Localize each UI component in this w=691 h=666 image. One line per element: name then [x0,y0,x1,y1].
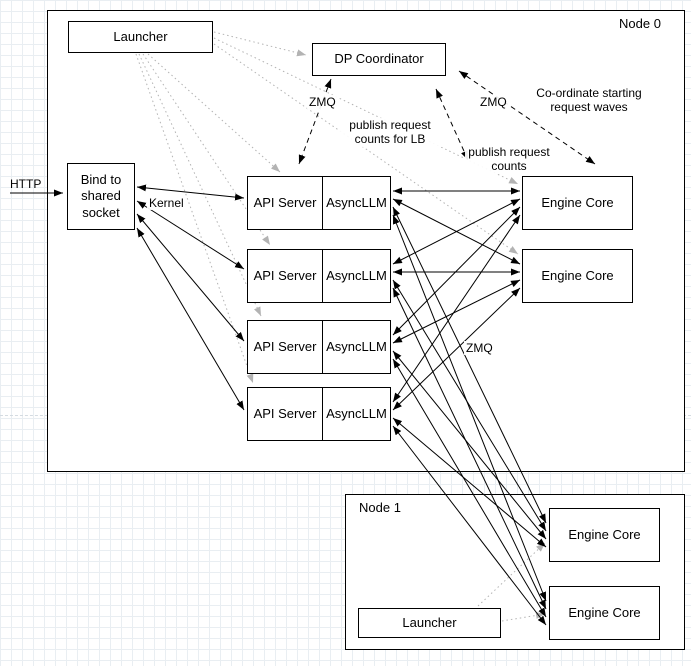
zmq-label-asyncllm-engine: ZMQ [464,341,495,356]
api-server-label: API Server [248,250,323,302]
zmq-label-coordinator-api: ZMQ [307,95,338,110]
node1-launcher-box: Launcher [358,608,501,638]
edge-launcher0-dpcoordinator [213,31,307,57]
engine-core-n0-1-box: Engine Core [522,176,633,230]
edge-launcher1-enginecore-n1-1 [477,542,546,607]
solid-edges [10,184,547,626]
bind-shared-socket-box: Bind to shared socket [67,163,135,230]
zmq-label-engine-coordinator: ZMQ [478,95,509,110]
coordinator-edges [298,70,596,165]
dp-coordinator-box: DP Coordinator [312,43,446,76]
edge-launcher0-apiserver3 [138,53,262,317]
edge-bindsocket-apiserver1 [136,184,245,201]
edge-asyncllm3-enginecore-n1-1 [392,350,547,540]
engine-core-n1-1-box: Engine Core [549,508,660,562]
edge-dpcoordinator-enginecore-waves [458,70,596,165]
edge-dpcoordinator-apiservers [298,78,332,165]
edge-asyncllm2-enginecore-n1-1 [392,279,547,532]
api-server-row-1: API Server AsyncLLM [247,176,391,230]
edge-asyncllm4-enginecore-n1-1 [392,417,547,548]
coordinate-request-waves-label: Co-ordinate starting request waves [526,86,652,115]
node0-launcher-box: Launcher [68,21,213,53]
http-label: HTTP [10,177,42,191]
publish-request-counts-label: publish request counts [465,145,553,174]
edge-launcher0-enginecore-n0-2 [213,43,519,255]
edge-launcher0-apiserver4 [135,53,254,384]
engine-core-n0-2-box: Engine Core [522,249,633,303]
api-server-row-3: API Server AsyncLLM [247,320,391,374]
edge-bindsocket-apiserver4 [136,227,245,411]
api-server-row-4: API Server AsyncLLM [247,387,391,441]
edge-bindsocket-apiserver2 [136,200,245,270]
edge-asyncllm3-enginecore-n1-2 [392,358,547,618]
api-server-row-2: API Server AsyncLLM [247,249,391,303]
api-server-label: API Server [248,321,323,373]
node1-label: Node 1 [359,500,401,515]
edge-asyncllm4-enginecore-n1-2 [392,425,547,626]
edge-asyncllm3-enginecore-n0-1 [392,206,521,336]
publish-request-counts-lb-label: publish request counts for LB [338,118,442,147]
asyncllm-label: AsyncLLM [326,338,387,354]
api-server-label: API Server [248,177,323,229]
api-server-label: API Server [248,388,323,440]
kernel-label: Kernel [147,196,186,211]
asyncllm-label: AsyncLLM [326,405,387,421]
edge-launcher0-apiserver1 [147,53,281,173]
edge-bindsocket-apiserver3 [136,213,245,342]
node0-label: Node 0 [619,16,661,31]
engine-core-n1-2-box: Engine Core [549,586,660,640]
edge-asyncllm4-enginecore-n0-2 [392,287,521,411]
asyncllm-label: AsyncLLM [326,194,387,210]
asyncllm-label: AsyncLLM [326,267,387,283]
